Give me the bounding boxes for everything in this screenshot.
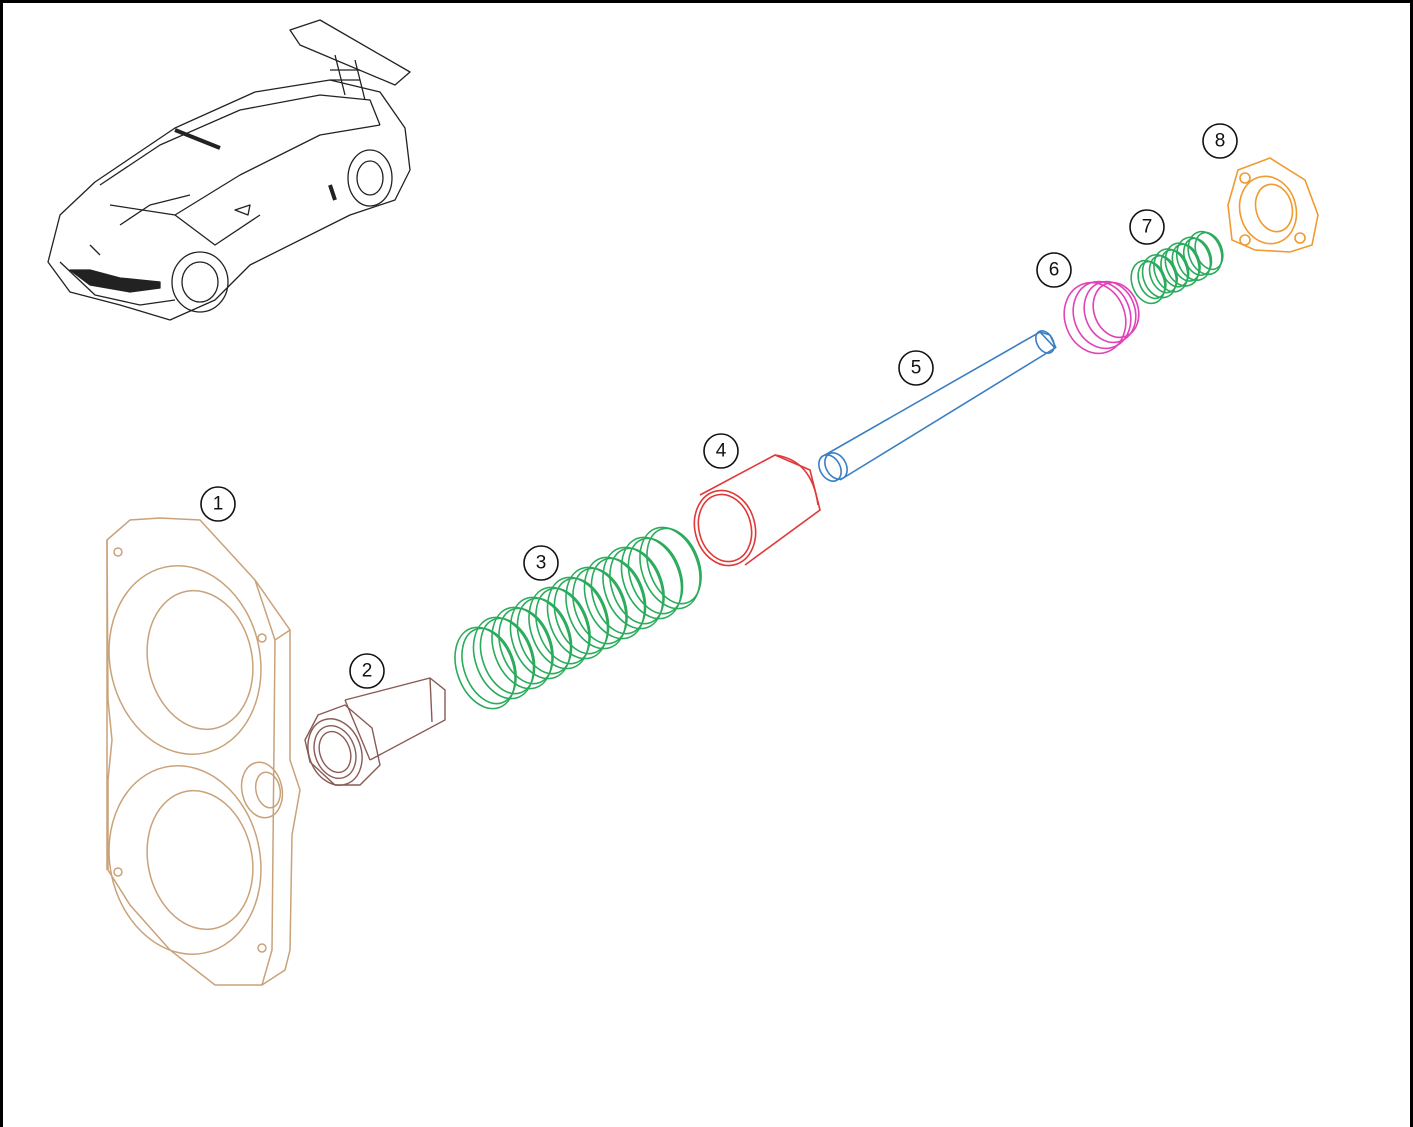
spring-coil-inner <box>646 527 702 605</box>
part-3-large-spring <box>454 526 702 710</box>
spring-coil <box>639 526 701 610</box>
callout-1-label: 1 <box>213 494 224 515</box>
callout-4: 4 <box>703 433 739 469</box>
spring-coil <box>1130 259 1166 305</box>
spring-coil <box>1153 248 1189 293</box>
spring-coil <box>620 536 683 620</box>
spring-coil <box>583 556 646 640</box>
spring-coil-inner <box>1194 231 1224 271</box>
spring-coil <box>1141 254 1178 299</box>
callout-6: 6 <box>1036 252 1072 288</box>
spring-coil-inner <box>516 597 573 675</box>
callout-1: 1 <box>200 486 236 522</box>
spring-coil <box>472 616 535 700</box>
part-5-pin-shaft <box>818 330 1057 482</box>
spring-coil-inner <box>553 577 610 655</box>
spring-coil-inner <box>535 587 591 665</box>
part-8-flange <box>1227 157 1319 253</box>
part-6-cap <box>1063 280 1140 355</box>
spring-coil <box>509 596 572 680</box>
spring-coil <box>454 626 516 710</box>
spring-coil <box>491 606 553 690</box>
callout-5: 5 <box>898 350 934 386</box>
spring-coil-inner <box>572 567 628 645</box>
callout-7: 7 <box>1129 209 1165 245</box>
spring-coil <box>565 566 627 650</box>
spring-coil <box>1187 230 1223 276</box>
spring-coil <box>1164 242 1200 287</box>
spring-coil <box>602 546 664 630</box>
callout-3: 3 <box>523 545 559 581</box>
callout-6-label: 6 <box>1049 260 1060 281</box>
callout-4-label: 4 <box>716 441 727 462</box>
callout-8-label: 8 <box>1215 131 1226 152</box>
callout-2: 2 <box>349 653 385 689</box>
spring-coil-inner <box>461 627 517 705</box>
part-7-small-spring <box>1130 230 1224 305</box>
car-icon <box>47 19 411 321</box>
callout-5-label: 5 <box>911 358 922 379</box>
spring-coil <box>1175 236 1212 281</box>
callout-2-label: 2 <box>362 661 373 682</box>
spring-coil-inner <box>479 617 536 695</box>
spring-coil-inner <box>590 557 647 635</box>
part-4-sleeve <box>693 454 821 567</box>
part-1-housing-plate <box>106 517 301 986</box>
callout-3-label: 3 <box>536 553 547 574</box>
spring-coil-inner <box>609 547 665 625</box>
spring-coil-inner <box>498 607 554 685</box>
spring-coil <box>546 576 609 660</box>
spring-coil <box>528 586 590 670</box>
part-2-threaded-bushing <box>304 677 446 786</box>
spring-coil-inner <box>627 537 684 615</box>
callout-8: 8 <box>1202 123 1238 159</box>
callout-7-label: 7 <box>1142 217 1153 238</box>
